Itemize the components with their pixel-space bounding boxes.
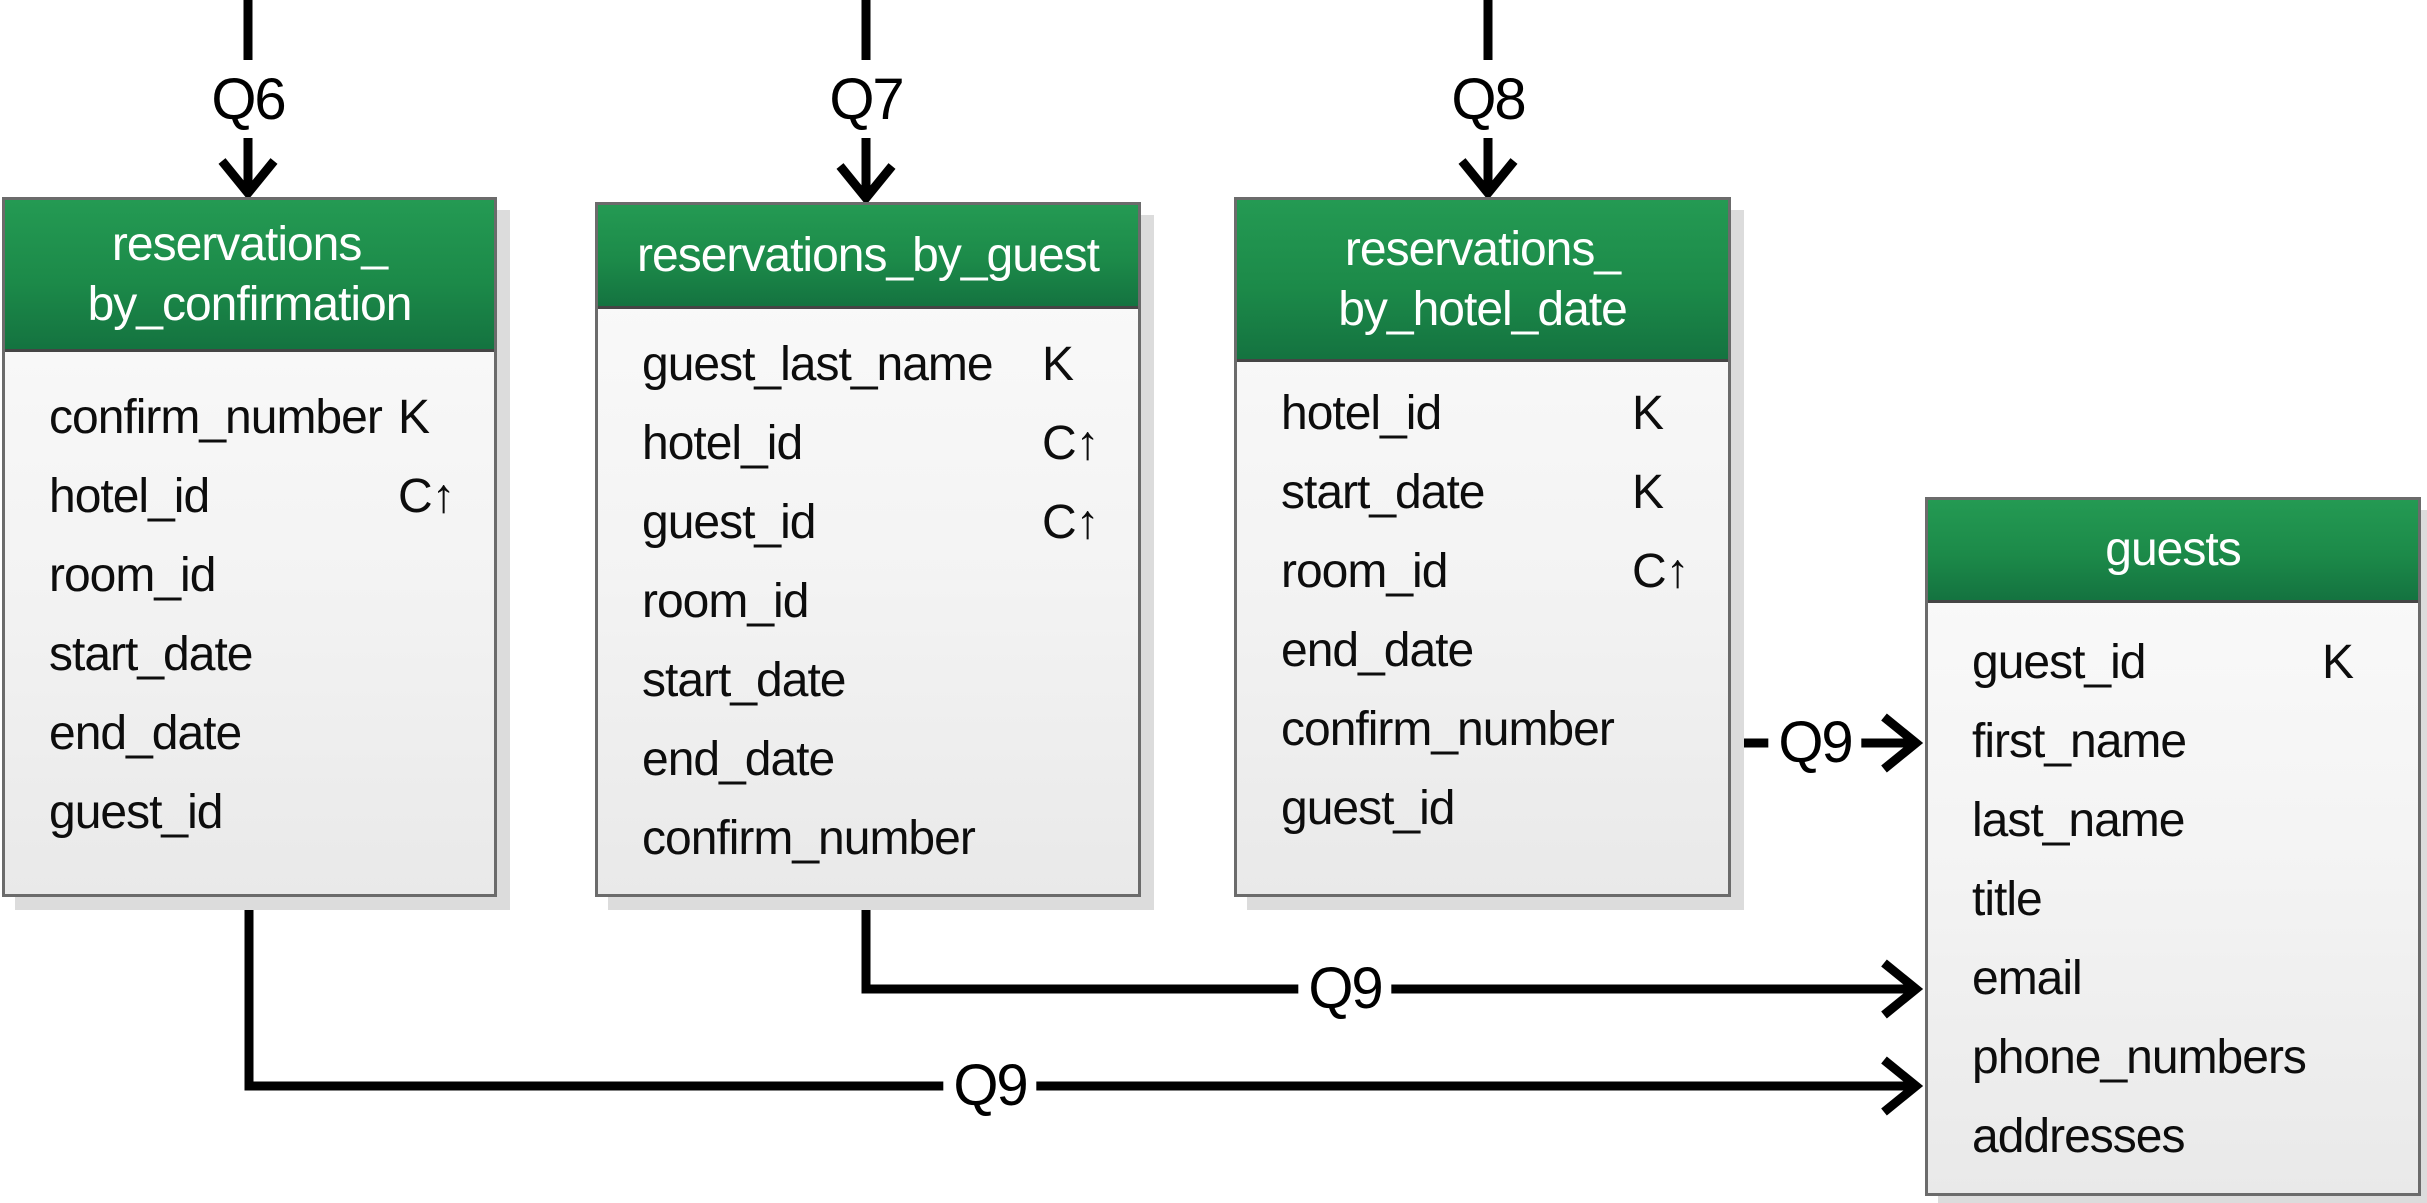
field-row: guest_last_name K [598, 325, 1138, 404]
field-row: title [1928, 860, 2418, 939]
query-label-q9-from-confirmation: Q9 [943, 1057, 1037, 1115]
field-name: end_date [1281, 624, 1474, 677]
field-name: room_id [49, 549, 216, 602]
field-row: end_date [1237, 611, 1728, 690]
field-row: last_name [1928, 781, 2418, 860]
field-name: start_date [49, 628, 253, 681]
q9-arrowhead-icon [1881, 713, 1924, 773]
table-reservations-by-confirmation: reservations_ by_confirmation confirm_nu… [2, 197, 497, 897]
field-row: start_date [5, 615, 494, 694]
table-title: reservations_by_guest [598, 205, 1138, 309]
field-name: guest_id [1281, 782, 1455, 835]
field-row: start_date [598, 641, 1138, 720]
query-label-q9-from-hotel-date: Q9 [1768, 714, 1862, 772]
field-key-annotation: C↑ [1632, 545, 1690, 598]
field-name: title [1972, 873, 2043, 926]
field-name: hotel_id [642, 417, 803, 470]
field-key-annotation: K [398, 391, 430, 444]
table-title: reservations_ by_confirmation [5, 200, 494, 352]
field-row: guest_id C↑ [598, 483, 1138, 562]
field-row: confirm_number [1237, 690, 1728, 769]
field-name: start_date [1281, 466, 1485, 519]
field-name: confirm_number [642, 812, 976, 865]
field-key-annotation: K [2322, 636, 2354, 689]
field-row: hotel_id K [1237, 374, 1728, 453]
field-name: phone_numbers [1972, 1031, 2307, 1084]
table-title: guests [1928, 500, 2418, 603]
field-row: phone_numbers [1928, 1018, 2418, 1097]
q6-arrowhead-icon [218, 158, 278, 201]
field-key-annotation: C↑ [1042, 417, 1100, 470]
field-key-annotation: K [1632, 387, 1664, 440]
query-label-q8: Q8 [1451, 67, 1526, 132]
field-key-annotation: K [1042, 338, 1074, 391]
field-row: end_date [598, 720, 1138, 799]
field-key-annotation: K [1632, 466, 1664, 519]
q7-arrowhead-icon [836, 163, 896, 206]
q9-edge-confirmation [244, 894, 1912, 1091]
field-name: end_date [642, 733, 835, 786]
field-row: room_id C↑ [1237, 532, 1728, 611]
field-name: start_date [642, 654, 846, 707]
query-label-q6: Q6 [211, 67, 286, 132]
field-row: confirm_number K [5, 378, 494, 457]
field-row: end_date [5, 694, 494, 773]
field-row: addresses [1928, 1097, 2418, 1176]
field-name: room_id [1281, 545, 1448, 598]
field-row: guest_id [1237, 769, 1728, 848]
field-name: hotel_id [1281, 387, 1442, 440]
field-row: guest_id K [1928, 623, 2418, 702]
field-name: guest_last_name [642, 338, 994, 391]
query-label-q7: Q7 [829, 67, 904, 132]
q8-arrowhead-icon [1458, 158, 1518, 201]
field-row: confirm_number [598, 799, 1138, 878]
field-row: room_id [5, 536, 494, 615]
table-title: reservations_ by_hotel_date [1237, 200, 1728, 362]
field-name: addresses [1972, 1110, 2185, 1163]
field-name: last_name [1972, 794, 2185, 847]
field-row: guest_id [5, 773, 494, 852]
field-name: hotel_id [49, 470, 210, 523]
field-row: hotel_id C↑ [5, 457, 494, 536]
field-name: room_id [642, 575, 809, 628]
field-row: hotel_id C↑ [598, 404, 1138, 483]
field-name: end_date [49, 707, 242, 760]
field-name: email [1972, 952, 2083, 1005]
field-key-annotation: C↑ [1042, 496, 1100, 549]
field-name: confirm_number [1281, 703, 1615, 756]
field-name: first_name [1972, 715, 2187, 768]
field-key-annotation: C↑ [398, 470, 456, 523]
field-name: guest_id [642, 496, 816, 549]
field-name: confirm_number [49, 391, 383, 444]
q9-arrowhead-icon [1881, 959, 1924, 1019]
field-row: email [1928, 939, 2418, 1018]
field-row: first_name [1928, 702, 2418, 781]
field-name: guest_id [1972, 636, 2146, 689]
field-row: room_id [598, 562, 1138, 641]
q9-edge-guest [861, 894, 1912, 994]
field-name: guest_id [49, 786, 223, 839]
query-label-q9-from-guest: Q9 [1298, 960, 1392, 1018]
field-row: start_date K [1237, 453, 1728, 532]
q9-arrowhead-icon [1881, 1056, 1924, 1116]
